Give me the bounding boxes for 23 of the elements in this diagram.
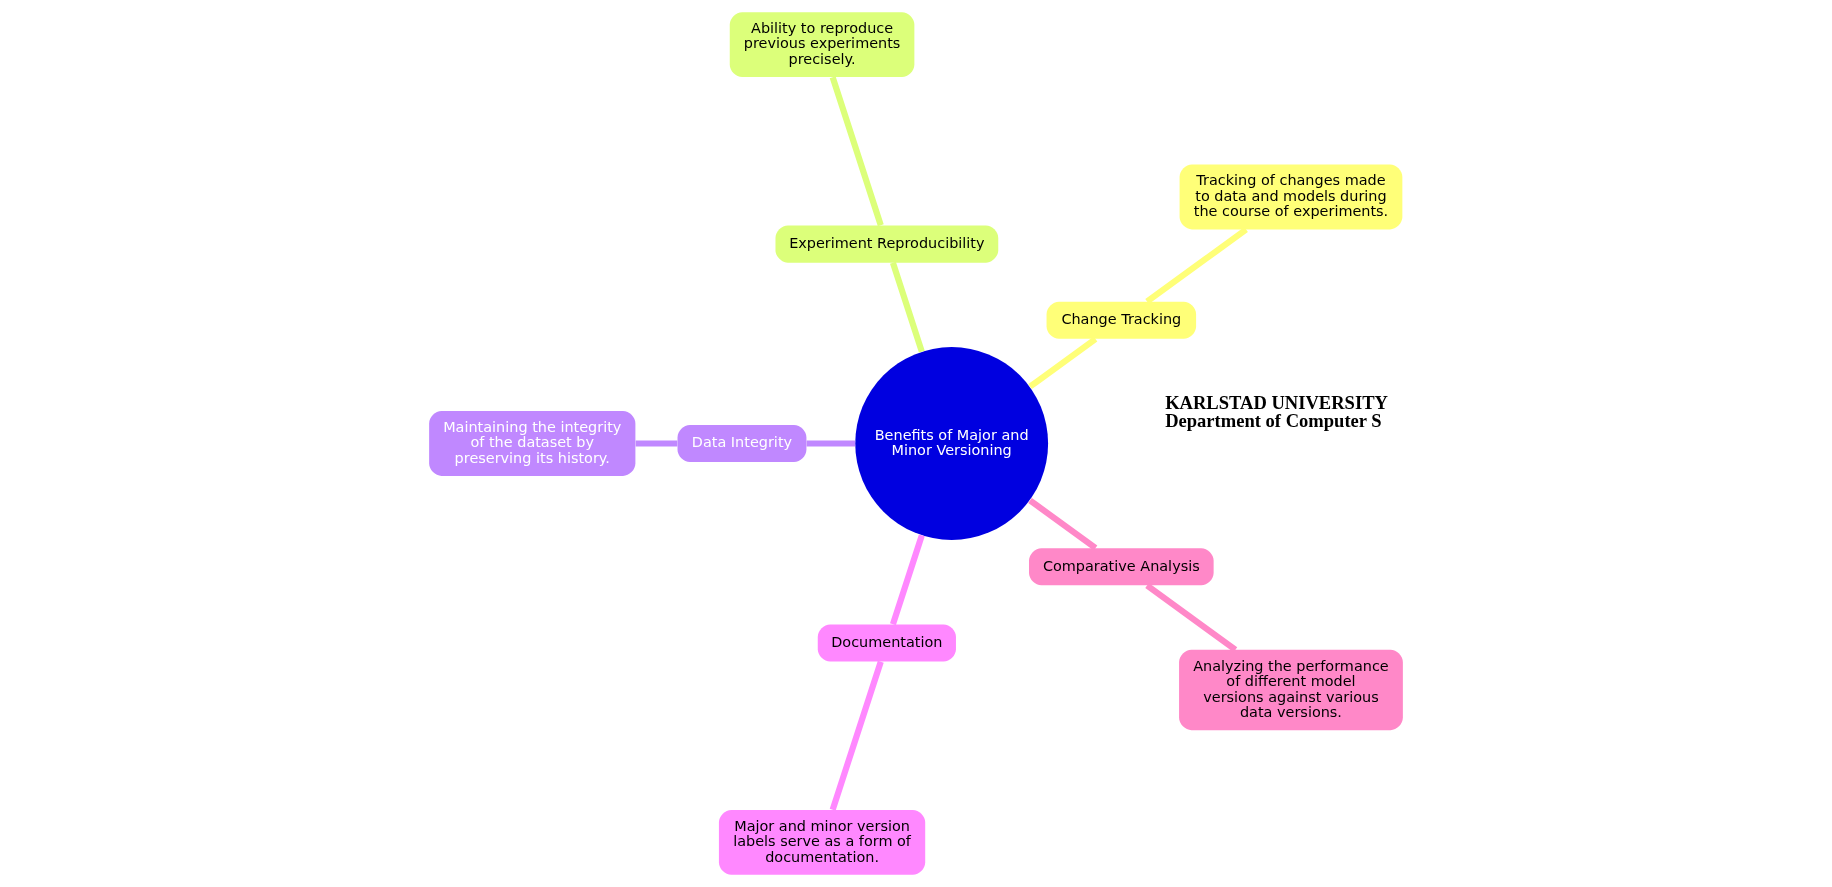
node-circle: Benefits of Major and Minor Versioning <box>855 347 1049 540</box>
node-box: Data Integrity <box>677 424 807 463</box>
node-box: Tracking of changes made to data and models during the course of experiments. <box>1179 164 1403 230</box>
node-box: Major and minor version labels serve as a form of documentation. <box>718 809 926 875</box>
node-box: Change Tracking <box>1046 301 1197 339</box>
connector <box>635 440 678 447</box>
label: Department of Computer S <box>1165 410 1382 432</box>
node-box: Analyzing the performance of different model versions against various data versions. <box>1179 649 1403 731</box>
node-box: Experiment Reproducibility <box>775 225 999 263</box>
node-box: Comparative Analysis <box>1029 548 1214 586</box>
connector <box>829 76 884 227</box>
connector <box>1028 497 1098 551</box>
connector <box>890 534 925 626</box>
connector <box>1145 582 1238 653</box>
connector <box>806 440 856 447</box>
label: KARLSTAD UNIVERSITY <box>1165 391 1388 413</box>
node-box: Ability to reproduce previous experiments precisely. <box>729 12 915 78</box>
connector <box>1028 336 1098 390</box>
connector <box>890 261 925 353</box>
connector <box>829 660 884 811</box>
node-box: Maintaining the integrity of the dataset by preserving its history. <box>429 411 636 476</box>
node-box: Documentation <box>817 624 956 662</box>
connector <box>1145 227 1248 305</box>
